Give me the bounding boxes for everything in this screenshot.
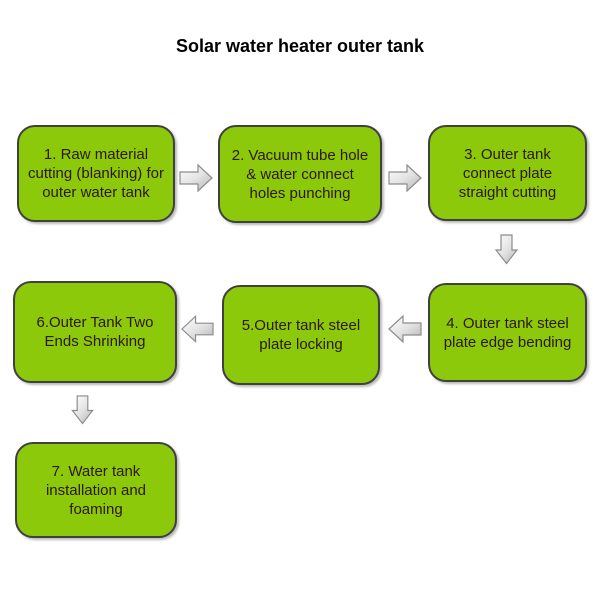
step-4-label: 4. Outer tank steel plate edge bending: [443, 314, 572, 351]
step-7-label: 7. Water tank installation and foaming: [45, 462, 147, 518]
step-1-box: 1. Raw material cutting (blanking) for o…: [17, 125, 175, 222]
arrow-down-step6-to-step7-icon: [71, 395, 94, 425]
arrow-right-step2-to-step3-icon: [388, 163, 422, 193]
step-2-label: 2. Vacuum tube hole & water connect hole…: [231, 146, 369, 202]
arrow-down-step3-to-step4-icon: [494, 234, 519, 265]
step-7-box: 7. Water tank installation and foaming: [15, 442, 177, 538]
step-6-label: 6.Outer Tank Two Ends Shrinking: [36, 314, 154, 350]
step-6-box: 6.Outer Tank Two Ends Shrinking: [13, 281, 177, 383]
step-3-box: 3. Outer tank connect plate straight cut…: [428, 125, 587, 221]
step-4-box: 4. Outer tank steel plate edge bending: [428, 283, 587, 382]
step-3-label: 3. Outer tank connect plate straight cut…: [458, 145, 557, 201]
step-5-box: 5.Outer tank steel plate locking: [222, 285, 380, 385]
arrow-left-step5-to-step6-icon: [181, 315, 214, 343]
step-2-box: 2. Vacuum tube hole & water connect hole…: [218, 125, 382, 223]
step-5-label: 5.Outer tank steel plate locking: [241, 317, 361, 353]
arrow-right-step1-to-step2-icon: [179, 163, 213, 193]
diagram-title: Solar water heater outer tank: [175, 36, 425, 56]
arrow-left-step4-to-step5-icon: [388, 314, 422, 344]
step-1-label: 1. Raw material cutting (blanking) for o…: [28, 146, 164, 201]
